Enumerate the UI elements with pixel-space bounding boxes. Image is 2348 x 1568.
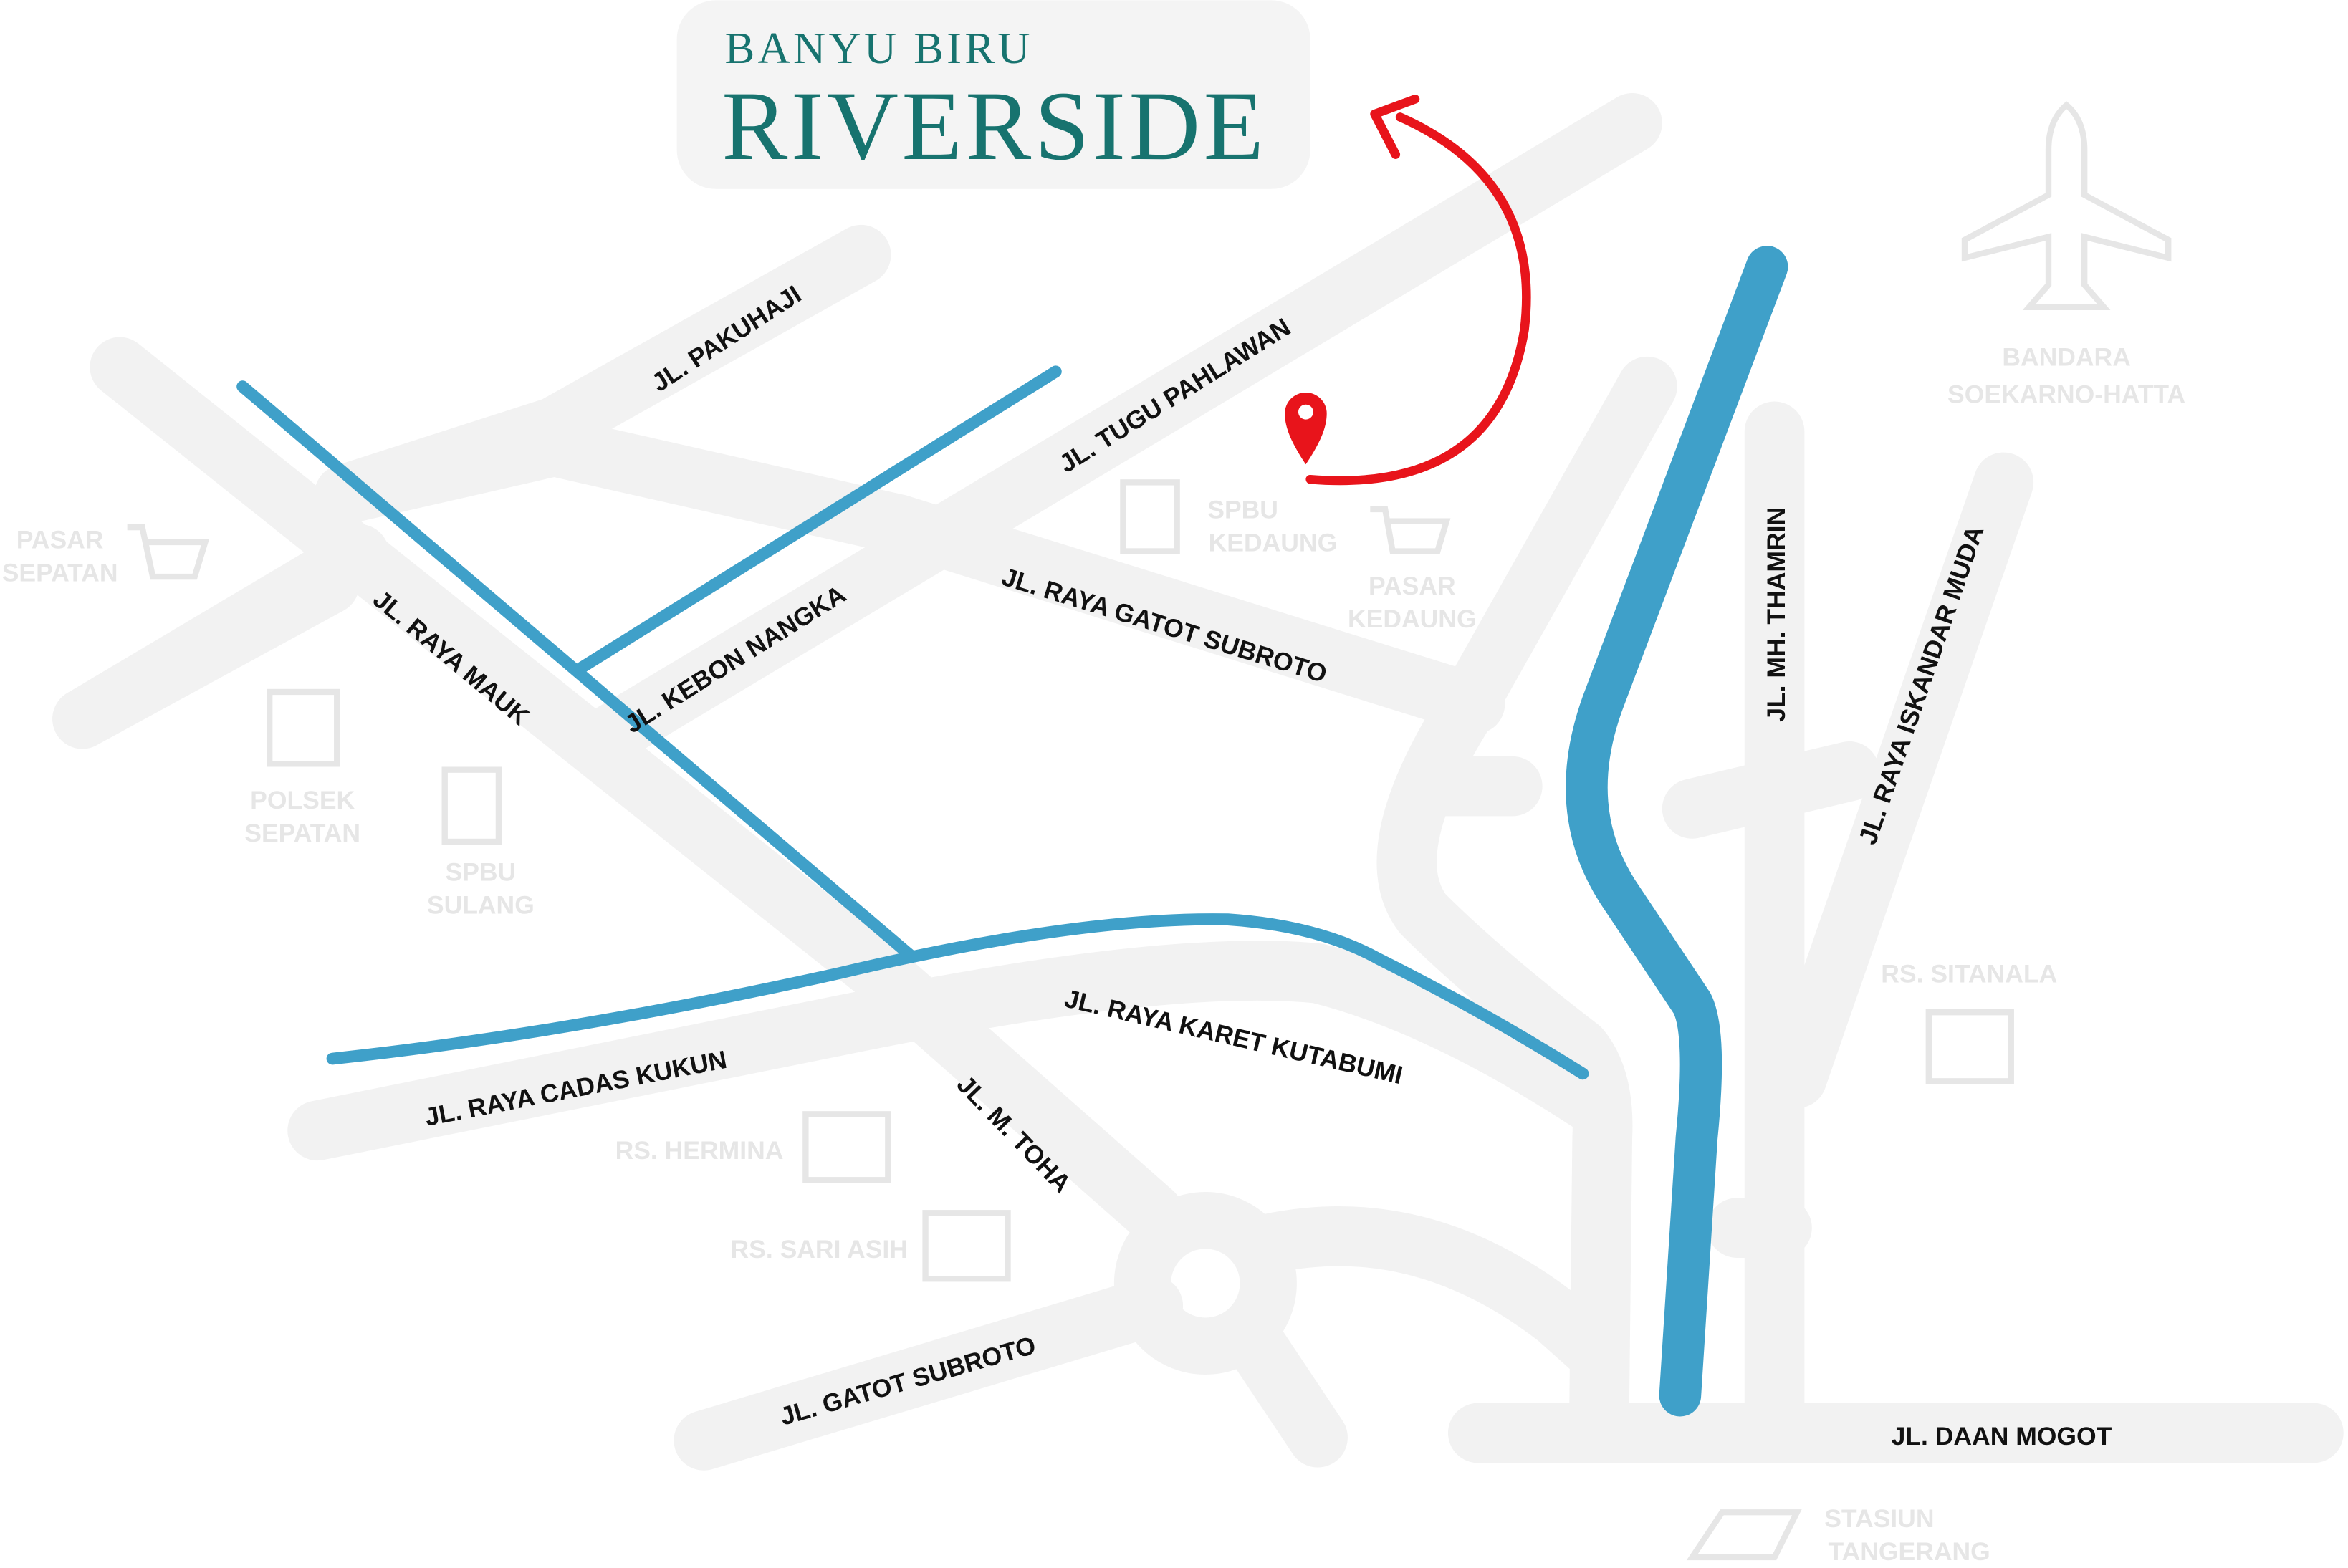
- hospital-icon: [802, 1111, 891, 1183]
- svg-text:BANDARA: BANDARA: [2002, 342, 2131, 371]
- landmark-rs-sitanala: RS. SITANALA: [1881, 959, 2057, 1084]
- road-roundabout-east: [1242, 1206, 1629, 1385]
- landmark-pasar-sepatan: PASAR SEPATAN: [2, 524, 209, 587]
- road-m-toha-south: [1227, 1317, 1348, 1468]
- landmark-rs-hermina: RS. HERMINA: [615, 1111, 891, 1183]
- road-pakuhaji-west: [52, 524, 390, 749]
- location-pointer: [1285, 95, 1531, 486]
- map-pin-icon: [1285, 392, 1327, 465]
- road-tugu-pahlawan: [569, 93, 1662, 771]
- svg-text:STASIUN: STASIUN: [1824, 1504, 1934, 1533]
- rivers: [236, 246, 1788, 1417]
- road-east-curve: [1376, 356, 1677, 1438]
- svg-text:RS. SARI ASIH: RS. SARI ASIH: [731, 1235, 908, 1264]
- landmark-bandara: BANDARA SOEKARNO-HATTA: [1947, 101, 2185, 409]
- svg-text:SULANG: SULANG: [427, 890, 535, 919]
- landmark-spbu-kedaung: SPBU KEDAUNG: [1120, 479, 1338, 557]
- canal-3: [326, 913, 1589, 1080]
- logo: BANYU BIRU RIVERSIDE: [676, 0, 1310, 189]
- svg-text:PASAR: PASAR: [1369, 572, 1456, 600]
- canal-2: [575, 365, 1062, 674]
- road-cadas-karet: [287, 941, 1618, 1161]
- road-cross: [1662, 741, 1879, 839]
- road-gatot-subroto: [674, 1276, 1184, 1471]
- svg-text:KEDAUNG: KEDAUNG: [1209, 529, 1338, 557]
- landmark-polsek-sepatan: POLSEK SEPATAN: [244, 688, 360, 847]
- landmark-spbu-sulang: SPBU SULANG: [427, 766, 535, 919]
- hospital-icon: [922, 1210, 1011, 1282]
- label-daan-mogot: JL. DAAN MOGOT: [1892, 1422, 2112, 1451]
- fuel-pump-icon: [441, 766, 502, 845]
- river-cisadane: [1566, 246, 1788, 1417]
- road-iskandar-muda: [1767, 452, 2034, 1108]
- svg-text:POLSEK: POLSEK: [250, 786, 355, 814]
- svg-text:SPBU: SPBU: [446, 857, 517, 886]
- svg-text:SEPATAN: SEPATAN: [244, 819, 360, 847]
- svg-text:PASAR: PASAR: [16, 525, 104, 554]
- svg-text:RS. HERMINA: RS. HERMINA: [615, 1136, 784, 1165]
- police-station-icon: [267, 688, 340, 767]
- svg-text:SOEKARNO-HATTA: SOEKARNO-HATTA: [1947, 380, 2185, 409]
- roundabout: [1113, 1192, 1297, 1375]
- fuel-pump-icon: [1120, 479, 1180, 554]
- svg-text:SPBU: SPBU: [1207, 496, 1278, 524]
- cart-icon: [127, 524, 209, 580]
- train-icon: [1686, 1509, 1802, 1561]
- landmarks: PASAR SEPATAN POLSEK SEPATAN SPBU SULANG…: [2, 101, 2185, 1566]
- svg-text:RS. SITANALA: RS. SITANALA: [1881, 959, 2057, 988]
- label-tugu-pahlawan: JL. TUGU PAHLAWAN: [1054, 312, 1295, 478]
- svg-text:KEDAUNG: KEDAUNG: [1348, 605, 1477, 633]
- airplane-icon: [1961, 101, 2172, 311]
- logo-line2: RIVERSIDE: [722, 71, 1264, 181]
- arrow-curve: [1305, 112, 1531, 486]
- label-kebon-nangka: JL. KEBON NANGKA: [620, 579, 850, 739]
- hospital-icon: [1925, 1009, 2014, 1084]
- svg-text:SEPATAN: SEPATAN: [2, 558, 118, 587]
- label-mh-thamrin: JL. MH. THAMRIN: [1762, 507, 1791, 722]
- landmark-rs-sari-asih: RS. SARI ASIH: [731, 1210, 1011, 1282]
- roads: [52, 93, 2344, 1471]
- arrowhead-icon: [1370, 95, 1420, 159]
- logo-background: [676, 0, 1310, 189]
- svg-text:TANGERANG: TANGERANG: [1829, 1537, 1990, 1566]
- landmark-stasiun: STASIUN TANGERANG: [1686, 1504, 1990, 1566]
- road-raya-gatot-subroto: [314, 416, 1505, 734]
- cart-icon: [1370, 506, 1451, 554]
- landmark-pasar-kedaung: PASAR KEDAUNG: [1348, 506, 1477, 633]
- logo-line1: BANYU BIRU: [725, 23, 1033, 73]
